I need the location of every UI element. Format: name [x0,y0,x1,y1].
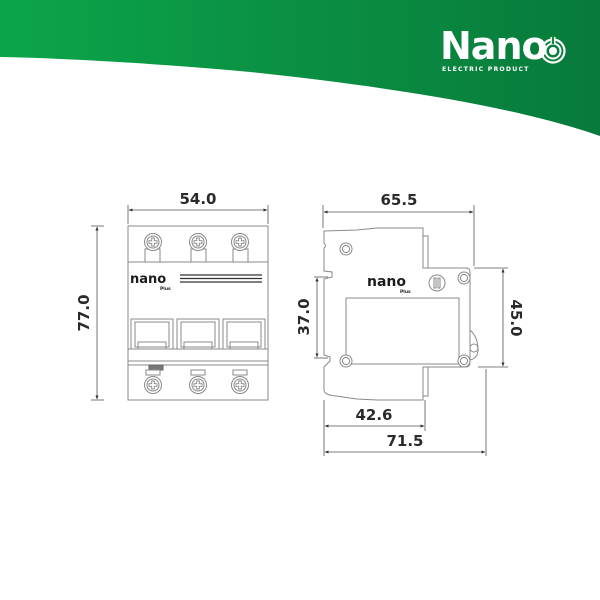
side-product-sub: Plus [400,289,411,295]
side-top-width-label: 65.5 [380,191,417,209]
front-width-label: 54.0 [179,190,216,208]
brand-name: Nano [440,24,548,68]
front-product-logo: nano [130,272,166,287]
front-height-label: 77.0 [75,294,93,331]
side-inner-depth-label: 42.6 [355,406,392,424]
front-dim-lines [91,205,269,401]
brand-tagline: ELECTRIC PRODUCT [442,66,530,73]
front-product-sub: Plus [160,286,171,292]
front-view [127,225,269,401]
side-product-logo: nano [367,274,406,290]
header-banner [0,0,600,136]
brand-logo: Nano ELECTRIC PRODUCT [440,26,570,76]
power-ring-icon [540,36,566,64]
side-dim-lines [314,205,508,456]
side-right-height-label: 45.0 [507,299,525,336]
side-left-height-label: 37.0 [295,298,313,335]
side-view [323,227,479,401]
side-total-depth-label: 71.5 [386,432,423,450]
